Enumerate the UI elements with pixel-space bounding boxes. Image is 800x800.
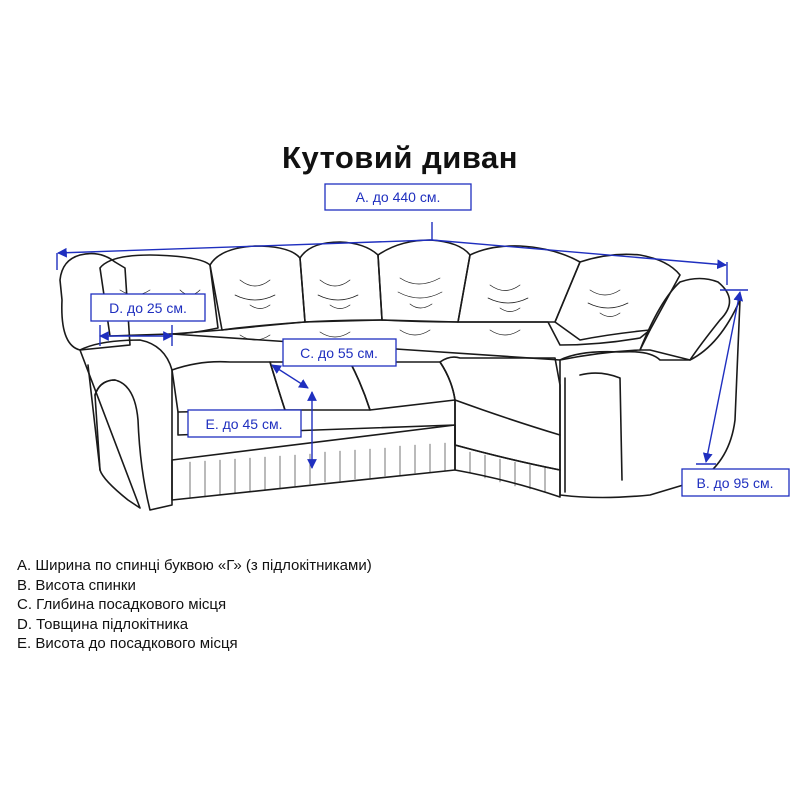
back-cushion-4 (377, 239, 471, 323)
label-a-text: A. до 440 см. (356, 189, 441, 205)
label-c: C. до 55 см. (282, 338, 397, 367)
legend-item-c: C. Глибина посадкового місця (17, 596, 227, 613)
dimension-lines (56, 222, 748, 469)
back-cushion-3 (299, 241, 383, 323)
label-b: B. до 95 см. (681, 468, 790, 497)
label-e: E. до 45 см. (187, 409, 302, 438)
right-arm (639, 277, 731, 361)
back-lower (171, 319, 651, 361)
legend-item-a: A. Ширина по спинці буквою «Г» (з підлок… (17, 557, 372, 574)
base-skirt-right (454, 424, 561, 498)
label-d: D. до 25 см. (90, 293, 206, 322)
left-arm-front (79, 339, 173, 511)
back-cushion-2 (209, 245, 306, 331)
seat-left-1 (171, 360, 286, 413)
legend-item-d: D. Товщина підлокітника (17, 615, 189, 633)
dimension-a-left (57, 239, 433, 258)
dimension-b-arrow (702, 291, 744, 463)
label-a: A. до 440 см. (324, 183, 472, 211)
label-b-text: B. до 95 см. (697, 475, 774, 491)
left-arm (59, 252, 131, 351)
label-d-text: D. до 25 см. (109, 300, 187, 316)
dimension-a-right (431, 239, 727, 270)
seat-left-2 (269, 361, 371, 411)
legend-item-e: E. Висота до посадкового місця (17, 635, 238, 652)
back-cushion-6 (554, 253, 681, 341)
label-c-text: C. до 55 см. (300, 345, 378, 361)
back-cushion-5 (457, 245, 581, 323)
legend-item-b: B. Висота спинки (17, 576, 136, 594)
seat-left-3 (349, 361, 456, 411)
legend: A. Ширина по спинці буквою «Г» (з підлок… (17, 556, 372, 654)
diagram-title: Кутовий диван (282, 140, 518, 175)
label-e-text: E. до 45 см. (206, 416, 283, 432)
dimension-c-arrow (271, 364, 309, 389)
seat-right (439, 356, 561, 436)
sofa-outline (59, 239, 741, 511)
